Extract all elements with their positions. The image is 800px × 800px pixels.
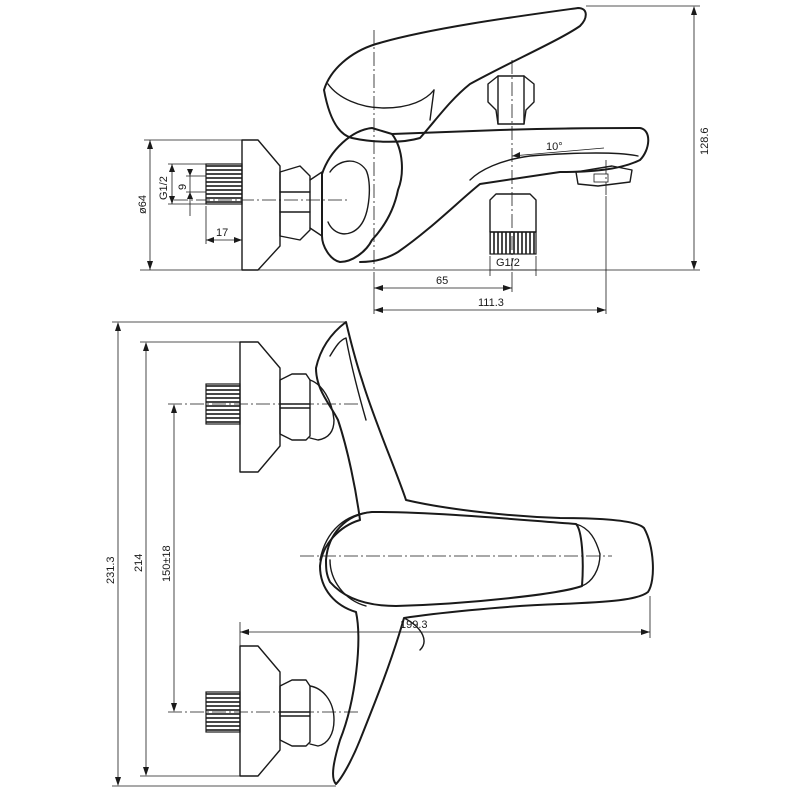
- side-view: 128.6 ø64 G1/2 9 17 10° G: [137, 5, 711, 314]
- dim-angle: 10°: [546, 141, 563, 153]
- dim-dist-111: 111.3: [478, 297, 504, 309]
- top-upper-flange: [239, 341, 281, 473]
- side-spout: [359, 127, 650, 263]
- dim-flange-dia: ø64: [137, 195, 149, 214]
- top-upper-nut: [279, 373, 311, 441]
- top-view: 231.3 214 150±18 199.3: [105, 321, 654, 787]
- side-body: [321, 127, 403, 263]
- dim-hole-small: 9: [177, 184, 189, 190]
- side-bottom-thread: [489, 231, 537, 255]
- top-lower-nut: [279, 679, 311, 747]
- dim-dist-199: 199.3: [400, 619, 428, 631]
- dim-thread-top: G1/2: [158, 176, 170, 200]
- dim-height-total: 128.6: [699, 127, 711, 155]
- side-inlet-thread: [205, 163, 243, 205]
- top-lever: [325, 511, 584, 607]
- side-hex-nut: [279, 165, 311, 241]
- top-lower-flange: [239, 645, 281, 777]
- dim-spacing: 150±18: [161, 545, 173, 582]
- side-diverter-knob: [487, 75, 535, 125]
- side-aerator: [575, 165, 633, 187]
- side-lever: [323, 7, 587, 143]
- dim-thread-len: 17: [216, 227, 228, 239]
- dim-width-total: 231.3: [105, 556, 117, 584]
- dim-dist-65: 65: [436, 275, 448, 287]
- side-bottom-outlet: [489, 193, 537, 233]
- top-body: [315, 321, 654, 785]
- dim-width-214: 214: [133, 554, 145, 572]
- dim-thread-bottom: G1/2: [496, 257, 520, 269]
- side-wall-flange: [241, 139, 281, 271]
